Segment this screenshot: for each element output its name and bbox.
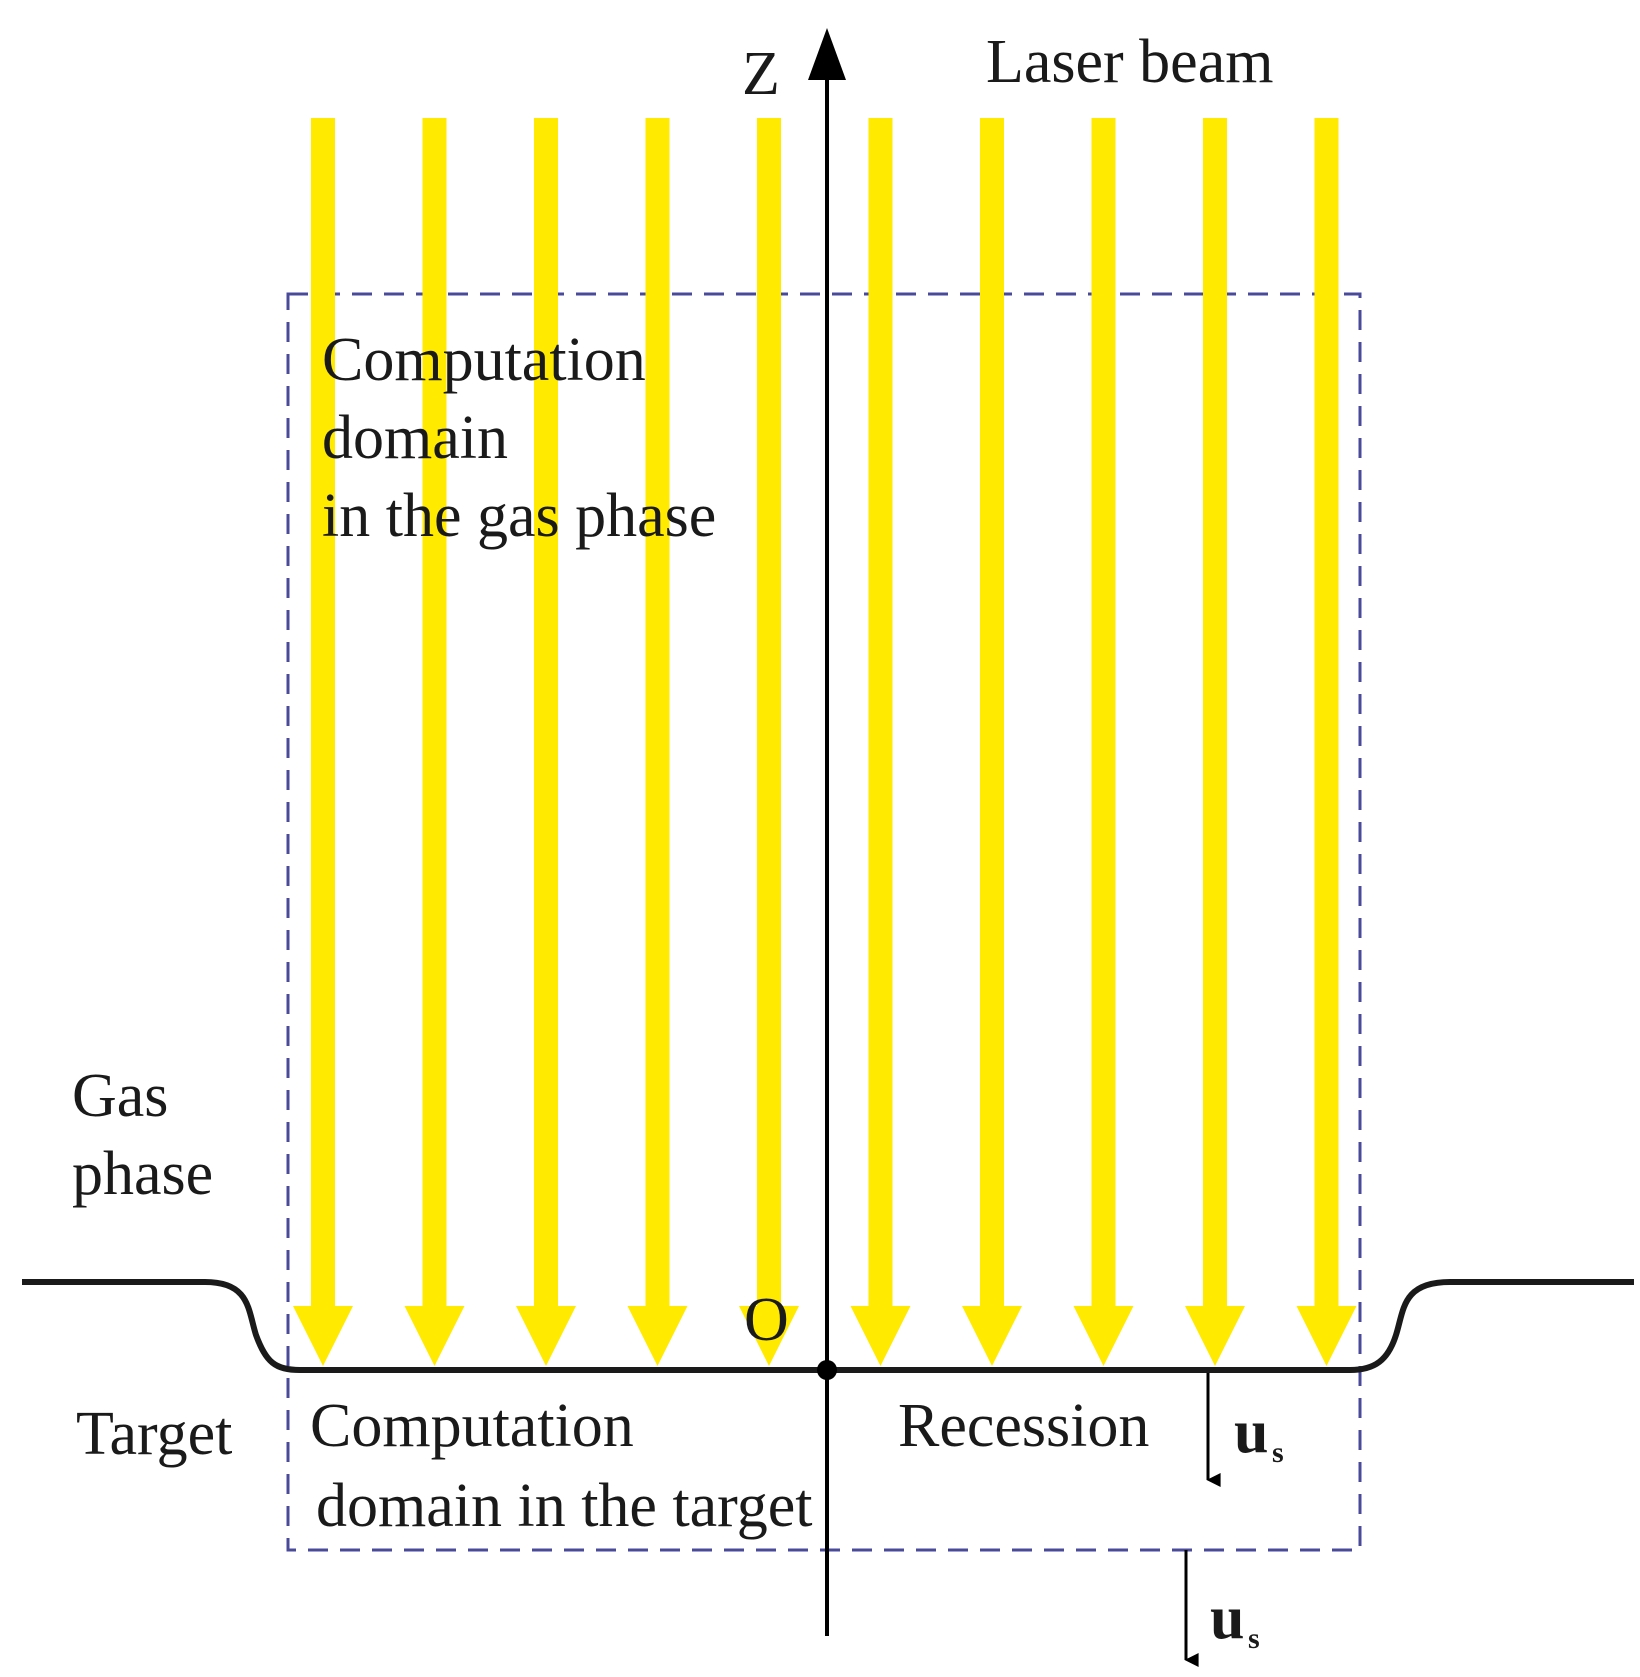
laser-beam-arrowhead <box>627 1306 688 1366</box>
laser-beam-shaft <box>534 118 558 1306</box>
laser-beam-label: Laser beam <box>986 28 1273 96</box>
gas-phase-label-line-1: Gas <box>72 1062 168 1130</box>
gas-domain-label-line-2: domain <box>322 404 508 472</box>
recession-label: Recession <box>898 1392 1149 1460</box>
velocity-label-2: u <box>1210 1584 1244 1652</box>
gas-phase-label-line-2: phase <box>72 1140 213 1208</box>
laser-beam-arrowhead <box>850 1306 911 1366</box>
origin-label: O <box>744 1286 789 1354</box>
target-surface-line <box>22 1279 1634 1373</box>
target-domain-label-line-2: domain in the target <box>316 1472 812 1540</box>
computation-domain-boundary <box>286 292 1362 1552</box>
velocity-subscript-1: s <box>1272 1436 1284 1469</box>
laser-beam-shaft <box>1203 118 1227 1306</box>
laser-beam-arrowhead <box>1185 1306 1245 1366</box>
gas-domain-label-line-3: in the gas phase <box>322 482 716 550</box>
z-axis-arrowhead <box>808 28 846 80</box>
laser-beam-shaft <box>980 118 1004 1306</box>
target-domain-label-line-1: Computation <box>310 1392 634 1460</box>
laser-beam-arrowhead <box>404 1306 465 1366</box>
velocity-label-1: u <box>1234 1398 1268 1466</box>
gas-domain-label-line-1: Computation <box>322 326 646 394</box>
laser-beam-shaft <box>1314 118 1339 1306</box>
laser-beam-shaft <box>645 118 670 1306</box>
laser-beam-arrowhead <box>739 1306 799 1366</box>
laser-beam-shaft <box>1091 118 1116 1306</box>
laser-beam-shaft <box>422 118 447 1306</box>
laser-beam-arrowhead <box>293 1306 353 1366</box>
laser-beam-arrowhead <box>1296 1306 1357 1366</box>
laser-beam-shaft <box>311 118 335 1306</box>
target-label: Target <box>76 1400 232 1468</box>
laser-beam-arrowhead <box>962 1306 1022 1366</box>
laser-beams <box>293 118 1357 1366</box>
laser-beam-shaft <box>868 118 893 1306</box>
z-axis-label: Z <box>742 40 780 108</box>
laser-beam-arrowhead <box>516 1306 576 1366</box>
laser-beam-shaft <box>757 118 781 1306</box>
velocity-subscript-2: s <box>1248 1622 1260 1655</box>
origin-point <box>817 1360 837 1380</box>
laser-beam-arrowhead <box>1073 1306 1134 1366</box>
